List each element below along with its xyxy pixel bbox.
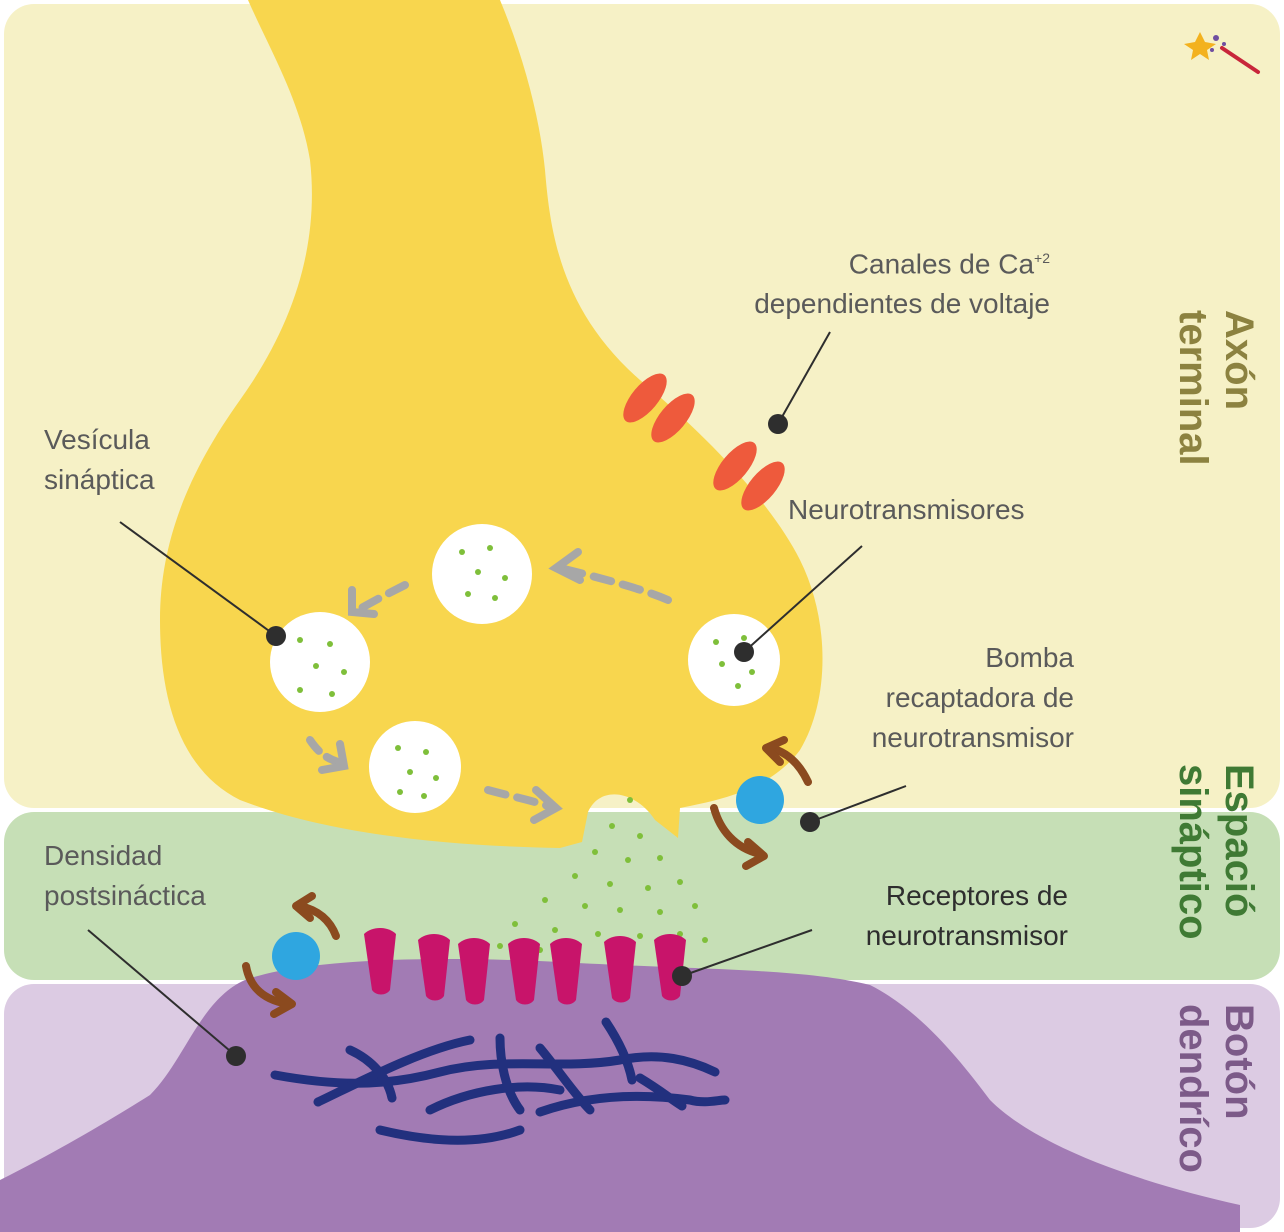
calcium-channel [623,373,667,423]
synaptic-vesicles [270,524,780,813]
cycle-arrow-head [318,740,349,774]
receptor [458,938,490,1005]
calcium-channel [741,461,785,511]
leader-line-receptors [681,929,813,977]
cycle-arrow [306,736,342,766]
receptor [418,934,450,1001]
leader-line-nt [743,545,863,653]
leader-lines [87,331,907,1057]
leader-line-pump [809,785,907,823]
vesicle [688,614,780,706]
label-receptors: Receptores de neurotransmisor [865,880,1068,951]
vesicle [369,721,461,813]
magic-wand-icon [1184,32,1260,74]
label-neurotransmitters: Neurotransmisores [788,494,1025,525]
label-postsynaptic-density: Densidad postsináctica [44,840,206,911]
neurotransmitter-dots [297,545,755,953]
calcium-channels [623,373,785,511]
leader-line-density [87,929,237,1057]
pump-arrow [296,902,340,940]
pump-arrow [766,744,812,786]
calcium-channel [651,393,695,443]
cycle-arrow-head [348,586,378,618]
leader-line-vesicle [119,521,277,637]
receptor [508,938,540,1005]
cycle-arrow [484,786,552,810]
label-reuptake-pump: Bomba recaptadora de neurotransmisor [871,642,1074,753]
receptor [604,936,636,1003]
leader-line-ca [777,331,831,425]
region-label-synaptic-cleft: Espació sináptico [1171,764,1261,940]
cycle-arrow [354,581,409,614]
vesicle [432,524,532,624]
neurotransmitter-receptors [364,928,686,1005]
pump-arrow-head [762,736,788,766]
pump-arrow [242,962,292,1008]
pump-arrow-head [742,838,768,870]
reuptake-pump [736,776,784,824]
vesicle-cycle-arrows [306,548,672,824]
pump-arrow-head [292,892,316,922]
transport-arrows [242,736,812,1018]
vesicle [270,612,370,712]
cycle-arrow-head [530,786,563,824]
label-synaptic-vesicle: Vesícula sináptica [44,424,155,495]
cycle-arrow [556,564,672,604]
cycle-arrow-head [548,548,584,584]
postsynaptic-pump [272,932,320,980]
postsynaptic-density-fibers [270,1017,730,1145]
label-calcium-channels: Canales de Ca+2 dependientes de voltaje [754,248,1050,320]
region-label-dendritic-spine: Botón dendríco [1171,1004,1261,1173]
receptor [550,938,582,1005]
leader-dots [226,414,820,1066]
calcium-channel [713,441,757,491]
receptor [364,928,396,995]
pump-arrow-head [270,988,296,1018]
region-label-axon-terminal: Axón terminal [1171,310,1261,466]
synaptic-cleft-region [4,812,1280,980]
